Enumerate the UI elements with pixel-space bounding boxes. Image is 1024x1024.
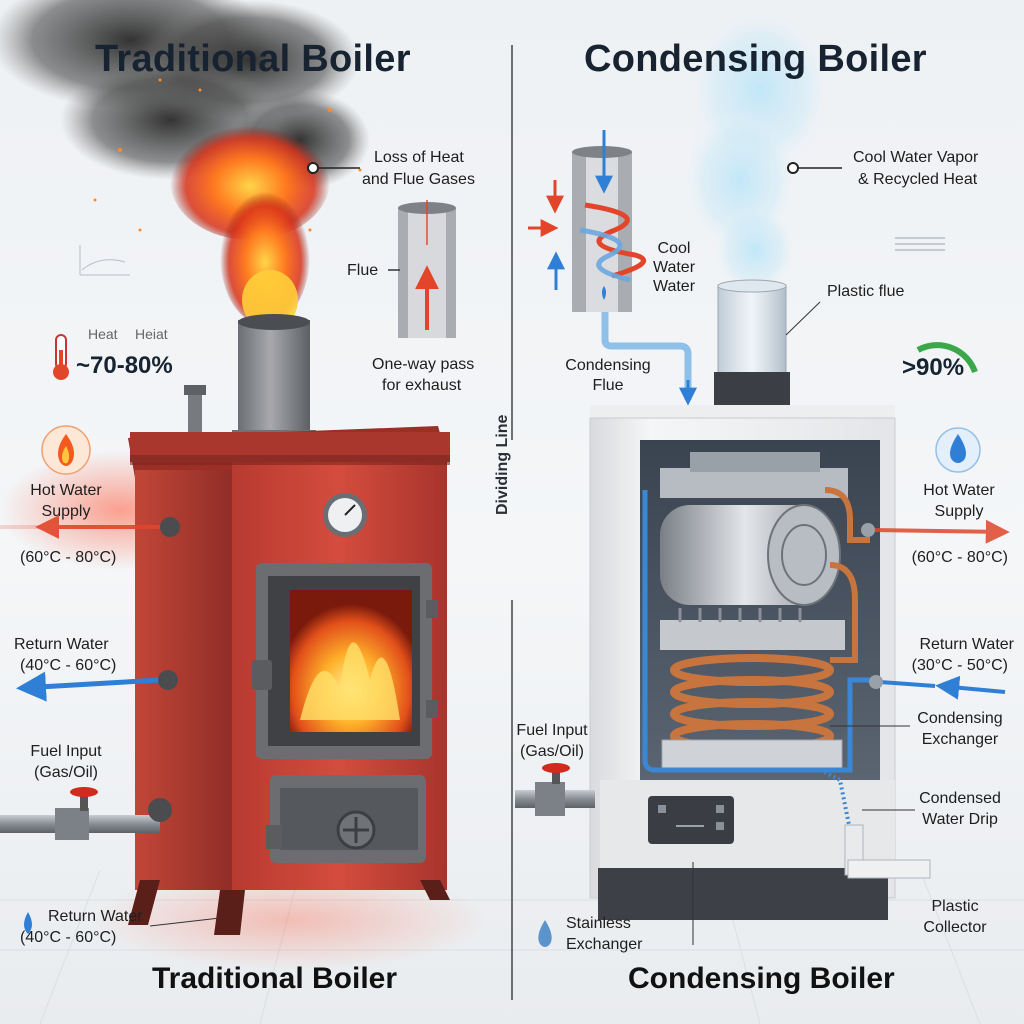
- exchanger-label-line1: Condensing: [917, 710, 1003, 727]
- drip-label-line2: Water Drip: [922, 811, 998, 828]
- heat-label-1: Heat: [88, 326, 118, 342]
- bottom-return-temp: (40°C - 60°C): [20, 929, 117, 946]
- oneway-label-line2: for exhaust: [382, 377, 462, 394]
- return-water-pipe: [16, 670, 178, 702]
- condensing-exchanger-coil: [670, 654, 834, 752]
- floor-heat-glow: [90, 870, 490, 970]
- right-internal-pipes: [642, 487, 880, 860]
- burner-housing: [660, 452, 848, 498]
- collector-label-line1: Plastic: [931, 898, 979, 915]
- firebox-door: [252, 563, 438, 759]
- condensing-flue-label-line1: Condensing: [565, 357, 651, 374]
- thermometer-icon: [53, 334, 69, 380]
- vapor-label-line2: & Recycled Heat: [858, 171, 978, 188]
- bottom-return-label: Return Water: [48, 908, 143, 925]
- cool-water-label-line2: Water: [652, 259, 696, 276]
- hot-water-temp: (60°C - 80°C): [20, 549, 117, 566]
- right-fuel-label-line2: (Gas/Oil): [520, 743, 584, 760]
- collector-label-line2: Collector: [923, 919, 987, 936]
- efficiency-gauge-icon: [916, 342, 978, 374]
- return-water-temp: (40°C - 60°C): [20, 657, 117, 674]
- heat-exchanger-coil: [660, 504, 841, 606]
- right-return-label: Return Water: [919, 636, 1014, 653]
- flue-inset: [388, 200, 456, 338]
- smoke-cloud: [0, 0, 370, 190]
- fuel-input-label-line2: (Gas/Oil): [34, 764, 98, 781]
- loss-callout: [307, 162, 360, 174]
- ash-door: [266, 775, 426, 863]
- plastic-flue-label: Plastic flue: [827, 283, 905, 300]
- fuel-input-label-line1: Fuel Input: [30, 743, 102, 760]
- hot-water-label-line2: Supply: [41, 503, 91, 520]
- valve-stem: [184, 385, 206, 435]
- flame-icon: [41, 425, 91, 475]
- oneway-label-line1: One-way pass: [372, 356, 475, 373]
- water-drop-icon-right: [935, 427, 981, 473]
- condensate-tray: [661, 739, 843, 771]
- background-sketch-right: [895, 237, 945, 251]
- stainless-drop-icon: [538, 920, 552, 947]
- sparks: [93, 78, 362, 232]
- background-sketch: [79, 245, 130, 276]
- left-bottom-title: Traditional Boiler: [152, 962, 398, 995]
- heat-label-2: Heiat: [135, 326, 168, 342]
- divider-label: Dividing Line: [494, 414, 511, 515]
- flue-fireball: [170, 120, 330, 330]
- cool-water-label-line1: Cool: [657, 240, 691, 257]
- vapor-cloud: [685, 10, 830, 295]
- right-hot-water-temp: (60°C - 80°C): [911, 549, 1008, 566]
- loss-label-line1: Loss of Heat: [374, 149, 464, 166]
- traditional-efficiency: ~70-80%: [76, 352, 173, 379]
- return-water-label: Return Water: [14, 636, 109, 653]
- right-bottom-title: Condensing Boiler: [628, 962, 895, 995]
- drip-label-line1: Condensed: [919, 790, 1001, 807]
- hot-water-label-line1: Hot Water: [30, 482, 102, 499]
- chimney-pipe: [232, 314, 316, 440]
- hot-water-supply-pipe: [0, 515, 180, 539]
- condensing-flue-inset: [528, 130, 697, 406]
- stainless-label-line2: Exchanger: [566, 936, 643, 953]
- water-drop-icon: [24, 912, 32, 934]
- right-fuel-label-line1: Fuel Input: [516, 722, 588, 739]
- control-panel: [648, 796, 734, 844]
- right-return-water: [869, 675, 1006, 700]
- burner-grid: [660, 608, 845, 650]
- pressure-gauge: [323, 493, 367, 537]
- vapor-label-line1: Cool Water Vapor: [853, 149, 979, 166]
- condensing-efficiency: >90%: [902, 354, 965, 381]
- right-hot-water-supply: [861, 519, 1010, 544]
- right-hot-water-label-line1: Hot Water: [923, 482, 995, 499]
- condensate-drain: [844, 809, 931, 879]
- exchanger-label-line2: Exchanger: [921, 731, 999, 748]
- stainless-label-line1: Stainless: [566, 915, 631, 932]
- right-hot-water-label-line2: Supply: [934, 503, 984, 520]
- condensing-flue-label-line2: Flue: [592, 377, 624, 394]
- right-title: Condensing Boiler: [584, 38, 927, 80]
- vapor-callout: [787, 162, 842, 174]
- right-fuel-input: [515, 763, 595, 816]
- bottom-callout-line: [149, 917, 221, 927]
- left-title: Traditional Boiler: [95, 38, 411, 80]
- fuel-input-pipe: [0, 787, 172, 840]
- flue-label: Flue: [347, 262, 379, 279]
- loss-label-line2: and Flue Gases: [362, 171, 475, 188]
- cool-water-label-line3: Water: [652, 278, 696, 295]
- plastic-flue: [714, 279, 821, 406]
- right-return-temp: (30°C - 50°C): [911, 657, 1008, 674]
